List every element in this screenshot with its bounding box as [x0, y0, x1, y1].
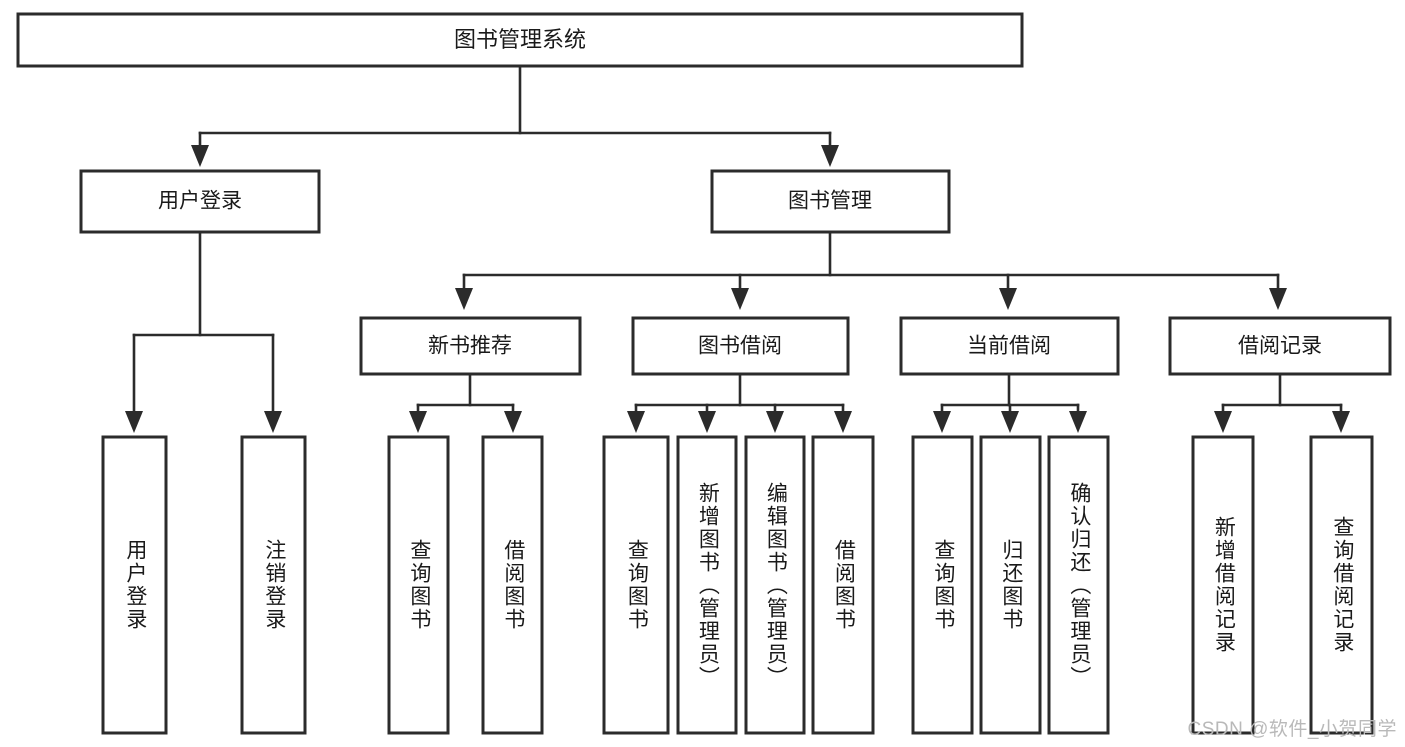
arrow-icon: [1214, 411, 1232, 433]
csdn-watermark: CSDN @软件_小贺同学: [1187, 719, 1397, 740]
arrow-icon: [455, 288, 473, 310]
node-new-book-rec[interactable]: 新书推荐: [359, 316, 582, 376]
leaf-box-add-book[interactable]: [676, 435, 738, 735]
connector-borrow-record-to-leaves: [1214, 372, 1350, 433]
arrow-icon: [1001, 411, 1019, 433]
connector-user-login-to-leaves: [125, 230, 282, 433]
node-current-borrow[interactable]: 当前借阅: [899, 316, 1120, 376]
arrow-icon: [191, 145, 209, 167]
arrow-icon: [999, 288, 1017, 310]
node-book-manage-label: 图书管理: [788, 190, 872, 213]
leaf-box-edit-book[interactable]: [744, 435, 806, 735]
leaf-box-borrow-book-2[interactable]: [811, 435, 875, 735]
leaf-box-borrow-book-1[interactable]: [481, 435, 544, 735]
arrow-icon: [409, 411, 427, 433]
arrow-icon: [731, 288, 749, 310]
leaf-box-user-logout[interactable]: [240, 435, 307, 735]
leaf-box-confirm-return[interactable]: [1047, 435, 1110, 735]
connector-new-book-rec-to-leaves: [409, 372, 522, 433]
leaf-box-return-book[interactable]: [979, 435, 1042, 735]
node-user-login[interactable]: 用户登录: [79, 169, 321, 234]
leaf-boxes: [101, 435, 1374, 735]
leaf-box-add-record[interactable]: [1191, 435, 1255, 735]
leaf-box-query-book-1[interactable]: [387, 435, 450, 735]
leaf-box-user-login[interactable]: [101, 435, 168, 735]
connector-current-borrow-to-leaves: [933, 372, 1087, 433]
arrow-icon: [1069, 411, 1087, 433]
connector-book-borrow-to-leaves: [627, 372, 852, 433]
node-borrow-record[interactable]: 借阅记录: [1168, 316, 1392, 376]
arrow-icon: [504, 411, 522, 433]
connector-root-to-level2: [191, 64, 839, 167]
node-root[interactable]: 图书管理系统: [16, 12, 1024, 68]
connector-book-manage-to-level3: [455, 230, 1287, 310]
arrow-icon: [766, 411, 784, 433]
leaf-box-query-record[interactable]: [1309, 435, 1374, 735]
node-book-borrow-label: 图书借阅: [698, 335, 782, 358]
leaf-box-query-book-2[interactable]: [602, 435, 670, 735]
node-book-borrow[interactable]: 图书借阅: [631, 316, 850, 376]
arrow-icon: [834, 411, 852, 433]
node-user-login-label: 用户登录: [158, 190, 242, 213]
arrow-icon: [1269, 288, 1287, 310]
arrow-icon: [264, 411, 282, 433]
node-current-borrow-label: 当前借阅: [967, 335, 1051, 358]
node-new-book-rec-label: 新书推荐: [428, 335, 512, 358]
arrow-icon: [821, 145, 839, 167]
node-book-manage[interactable]: 图书管理: [710, 169, 951, 234]
arrow-icon: [933, 411, 951, 433]
node-borrow-record-label: 借阅记录: [1238, 335, 1322, 358]
leaf-box-query-book-3[interactable]: [911, 435, 974, 735]
arrow-icon: [125, 411, 143, 433]
node-root-label: 图书管理系统: [454, 27, 586, 52]
arrow-icon: [627, 411, 645, 433]
arrow-icon: [1332, 411, 1350, 433]
arrow-icon: [698, 411, 716, 433]
